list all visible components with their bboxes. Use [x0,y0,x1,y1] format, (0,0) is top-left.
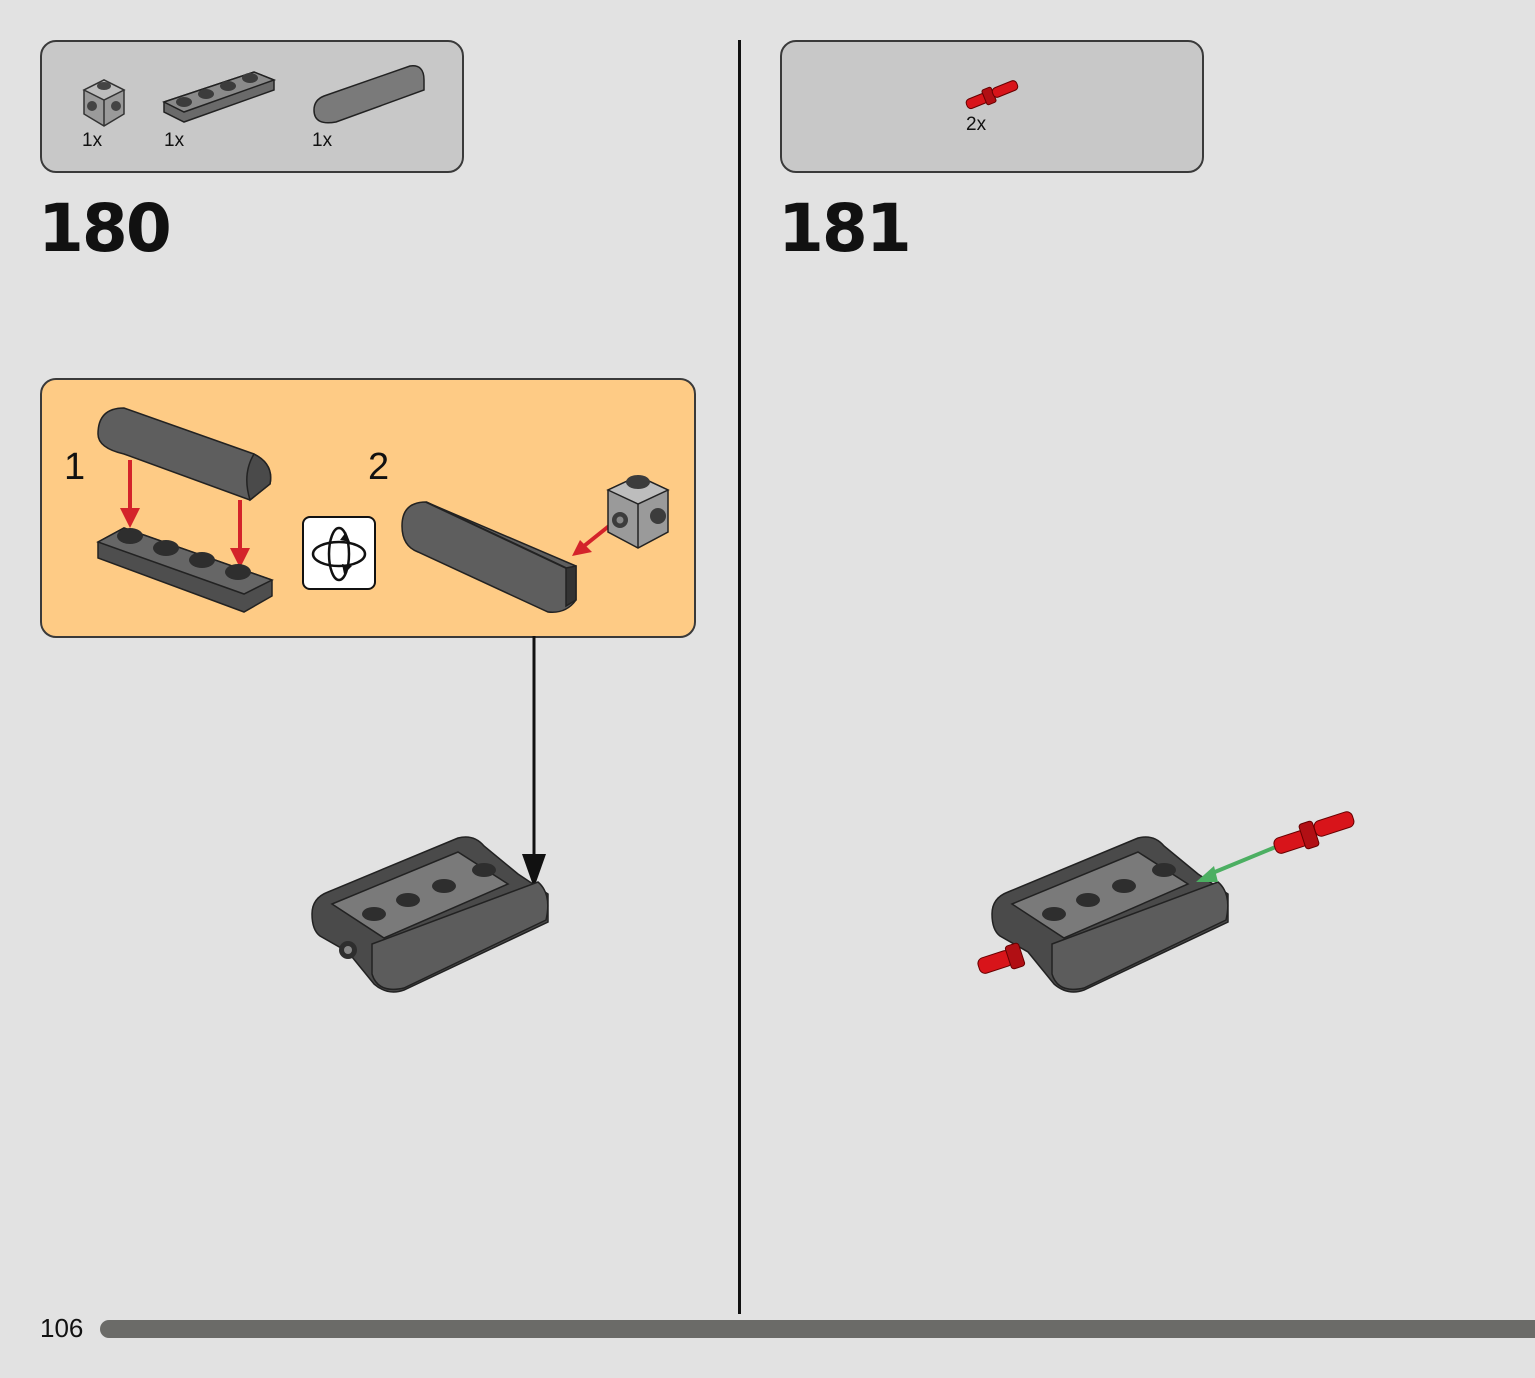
curved-slope-1x4-icon [313,65,425,124]
brick-1x1-studs-on-sides-icon [606,475,670,549]
callout-arrow-icon [522,636,546,888]
parts-box-step-181: 2x [780,40,1204,173]
brick-1x1-studs-on-sides-icon [82,79,126,127]
model-assembly-step-180 [311,836,549,993]
part-qty: 1x [312,130,333,151]
part-qty: 2x [966,114,987,135]
part-qty: 1x [82,130,103,151]
sub-assembly-panel: 1 2 [40,378,696,638]
step-number: 181 [778,190,912,267]
green-arrow-icon [1196,844,1279,882]
red-arrow-down-icon [230,500,250,568]
model-assembly-step-181 [991,836,1229,993]
parts-box-step-180: 1x 1x 1x [40,40,464,173]
curved-slope-top-icon [97,407,272,502]
red-arrow-down-icon [120,460,140,528]
sub-step-number: 2 [368,446,390,488]
red-pin-inserted-icon [977,942,1026,974]
rotate-model-icon [302,516,376,590]
progress-bar [100,1320,1535,1338]
curved-slope-side-icon [401,501,577,613]
step-number: 180 [38,190,172,267]
sub-step-number: 1 [64,446,86,488]
red-pin-icon [1273,811,1355,854]
page-number: 106 [40,1313,84,1343]
part-qty: 1x [164,130,185,151]
red-pin-icon [965,80,1019,110]
plate-1x4-icon [96,527,274,613]
page-divider [738,40,741,1314]
plate-1x4-icon [162,71,277,123]
